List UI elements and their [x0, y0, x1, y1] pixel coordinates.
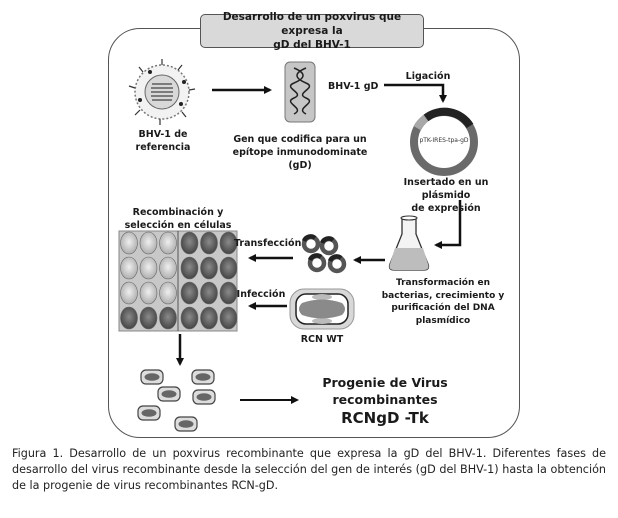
recombinant-virus-icon — [140, 369, 164, 385]
plate-well — [200, 281, 218, 305]
recombinant-virus-icon — [191, 369, 215, 385]
plate-well — [120, 306, 138, 330]
plate-well — [139, 256, 158, 280]
plate-well — [159, 231, 177, 255]
plate-well — [219, 256, 238, 280]
transformation-label-line: plasmídico — [415, 315, 471, 326]
plate-well — [159, 256, 177, 280]
plasmid-label-line: Insertado en un plásmido — [403, 177, 489, 201]
flask-icon — [388, 215, 430, 271]
figure-caption: Figura 1. Desarrollo de un poxvirus reco… — [12, 447, 606, 492]
plasmid-rings-icon — [301, 234, 347, 274]
plasmid-label: Insertado en un plásmido de expresión — [378, 176, 514, 215]
recombinant-progeny-icons — [137, 369, 216, 432]
ligation-label: Ligación — [405, 71, 451, 82]
title-line-2: gD del BHV-1 — [273, 39, 351, 51]
progeny-label-line: Progenie de Virus — [322, 375, 448, 390]
gene-label: Gen que codifica para un epítope inmunod… — [230, 133, 370, 172]
transformation-label-line: purificación del DNA — [391, 303, 495, 313]
diagram-title: Desarrollo de un poxvirus que expresa la… — [200, 11, 424, 51]
infection-label: Infección — [236, 289, 286, 300]
recombinant-virus-icon — [174, 416, 198, 432]
plate-well — [139, 231, 158, 255]
plate-well — [180, 306, 199, 330]
transformation-label: Transformación en bacterias, crecimiento… — [378, 277, 508, 327]
virus-label: BHV-1 de referencia — [128, 128, 198, 154]
plate-well — [139, 306, 158, 330]
plate-well — [139, 281, 158, 305]
plate-well — [200, 256, 218, 280]
arrow-ligation — [384, 83, 447, 103]
virus-label-line: referencia — [135, 142, 191, 153]
recombination-label-line: Recombinación y — [132, 207, 224, 218]
cell-culture-plate-image — [118, 230, 238, 332]
rcn-wt-virus-icon — [289, 288, 355, 330]
progeny-label-line: recombinantes — [332, 392, 438, 407]
transformation-label-line: bacterias, crecimiento y — [381, 290, 505, 301]
virus-label-line: BHV-1 de — [138, 129, 188, 140]
plate-well — [219, 231, 238, 255]
plate-well — [159, 306, 177, 330]
transformation-label-line: Transformación en — [395, 278, 491, 288]
recombination-label: Recombinación y selección en células — [113, 206, 243, 232]
plate-well — [219, 306, 238, 330]
arrow-plasmid-to-flask — [434, 200, 462, 249]
plate-well — [200, 231, 218, 255]
plate-well — [120, 281, 138, 305]
plate-well — [180, 231, 199, 255]
plate-well — [159, 281, 177, 305]
bhv1-virus-icon — [128, 59, 196, 125]
plate-well — [219, 281, 238, 305]
plasmid-label-line: de expresión — [411, 203, 481, 214]
transfection-label: Transfección — [234, 238, 302, 249]
plate-well — [120, 256, 138, 280]
recombinant-virus-icon — [157, 386, 181, 402]
plasmid-name: pTK-IRES-tpa-gD — [419, 137, 469, 144]
title-line-1: Desarrollo de un poxvirus que expresa la — [222, 11, 402, 37]
gd-label: BHV-1 gD — [328, 81, 379, 92]
recombinant-virus-icon — [137, 405, 161, 421]
plate-well — [120, 231, 138, 255]
plate-well — [200, 306, 218, 330]
gene-label-line: (gD) — [288, 160, 312, 171]
gene-label-line: Gen que codifica para un — [233, 134, 367, 145]
rcn-wt-label: RCN WT — [300, 334, 344, 345]
progeny-strain-name: RCNgD -Tk — [341, 409, 429, 427]
recombinant-virus-icon — [192, 389, 216, 405]
recombination-label-line: selección en células — [124, 220, 232, 231]
gene-label-line: epítope inmunodominate — [232, 147, 368, 158]
plate-well — [180, 256, 199, 280]
progeny-label: Progenie de Virus recombinantes RCNgD -T… — [320, 374, 450, 428]
dna-gene-icon — [284, 61, 316, 123]
plate-well — [180, 281, 199, 305]
plasmid-icon — [410, 107, 478, 176]
